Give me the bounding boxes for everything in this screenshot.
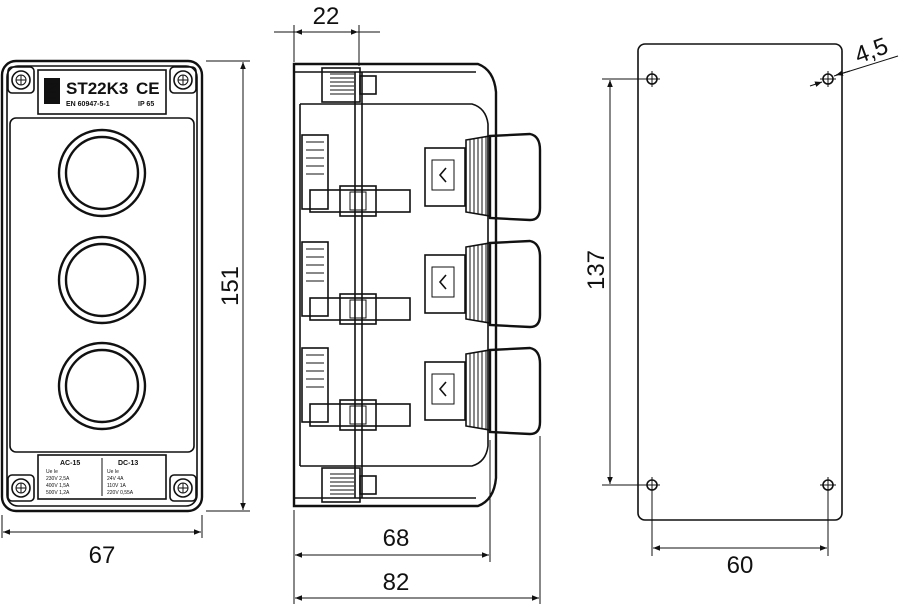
pushbutton-unit-3	[301, 346, 542, 436]
dc-rating-row: 220V 0,55A	[107, 490, 134, 496]
pushbutton-cap	[488, 239, 542, 329]
pushbutton-hole-1	[57, 128, 147, 218]
ac-rating-row: Ue Ie	[46, 469, 58, 475]
ac-rating-row: 500V 1,2A	[46, 490, 70, 496]
dc-rating-header: DC-13	[118, 460, 138, 467]
pushbutton-hole-2	[57, 235, 147, 325]
bottom-screw	[321, 467, 377, 503]
pushbutton-cap	[488, 346, 542, 436]
corner-screw	[169, 66, 197, 94]
ac-rating-header: AC-15	[60, 460, 80, 467]
vertical-hole-spacing-dimension: 137	[583, 250, 610, 290]
manufacturer-logo	[44, 78, 60, 104]
corner-screw	[169, 474, 197, 502]
pushbutton-cap	[488, 132, 542, 222]
front-width-dimension: 67	[89, 542, 116, 569]
dc-rating-row: 24V 4A	[107, 476, 124, 482]
pushbutton-hole-3	[57, 341, 147, 431]
cover-panel	[9, 117, 195, 453]
enclosure-inner-outline	[6, 65, 198, 507]
front-height-dimension: 151	[217, 266, 244, 306]
mounting-hole	[820, 71, 836, 87]
ip-rating-label: IP 65	[138, 101, 154, 108]
standard-label: EN 60947-5-1	[66, 101, 110, 108]
ac-rating-row: 400V 1,5A	[46, 483, 70, 489]
top-label-plate	[37, 69, 167, 115]
screw-offset-dimension: 22	[313, 3, 340, 30]
housing-inner-wall	[299, 103, 489, 467]
top-screw	[321, 67, 377, 103]
ac-rating-row: 230V 2,5A	[46, 476, 70, 482]
corner-screw	[7, 474, 35, 502]
housing-outline	[292, 62, 498, 508]
hole-diameter-dimension: 4,5	[851, 33, 892, 70]
side-view: 22 68 82	[274, 3, 542, 604]
pushbutton-unit-2	[301, 239, 542, 329]
total-depth-dimension: 82	[383, 569, 410, 596]
front-view: ST22K3 CE EN 60947-5-1 IP 65 AC-15 DC-13…	[0, 59, 250, 569]
bottom-rating-plate	[37, 454, 167, 500]
mounting-plate-view: 137 60 4,5	[583, 33, 899, 579]
mounting-plate-outline	[637, 43, 843, 521]
model-label: ST22K3	[66, 79, 128, 98]
pushbutton-unit-1	[301, 132, 542, 222]
dc-rating-row: Ue Ie	[107, 469, 119, 475]
ce-mark: CE	[136, 79, 160, 98]
horizontal-hole-spacing-dimension: 60	[727, 552, 754, 579]
inner-depth-dimension: 68	[383, 525, 410, 552]
dc-rating-row: 110V 1A	[107, 483, 126, 489]
enclosure-outline	[0, 59, 204, 513]
corner-screw	[7, 66, 35, 94]
